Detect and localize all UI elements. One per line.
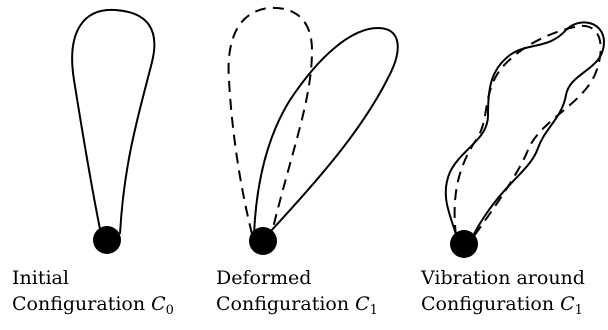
caption-line1: Vibration around (421, 265, 585, 291)
caption-line2: Configuration C1 (216, 291, 378, 324)
config-symbol: C (355, 293, 370, 315)
config-symbol: C (151, 293, 166, 315)
caption-prefix: Configuration (12, 293, 151, 315)
config-subscript: 1 (370, 303, 378, 318)
vibrating-loop-solid (446, 22, 604, 234)
caption-deformed: Deformed Configuration C1 (216, 265, 378, 324)
caption-prefix: Configuration (421, 293, 560, 315)
initial-loop-solid (72, 10, 154, 234)
panel-vibration (446, 22, 604, 258)
panel-deformed (229, 8, 398, 255)
config-subscript: 0 (166, 303, 174, 318)
caption-vibration: Vibration around Configuration C1 (421, 265, 585, 324)
base-node (249, 227, 277, 255)
base-node (93, 226, 121, 254)
caption-initial: Initial Configuration C0 (12, 265, 174, 324)
caption-line1: Deformed (216, 265, 378, 291)
caption-line2: Configuration C1 (421, 291, 585, 324)
config-symbol: C (560, 293, 575, 315)
deformed-loop-solid (254, 28, 398, 234)
panel-initial (72, 10, 154, 254)
caption-line2: Configuration C0 (12, 291, 174, 324)
deformed-loop-dashed (455, 26, 601, 236)
config-subscript: 1 (575, 303, 583, 318)
base-node (450, 230, 478, 258)
caption-line1: Initial (12, 265, 174, 291)
caption-prefix: Configuration (216, 293, 355, 315)
